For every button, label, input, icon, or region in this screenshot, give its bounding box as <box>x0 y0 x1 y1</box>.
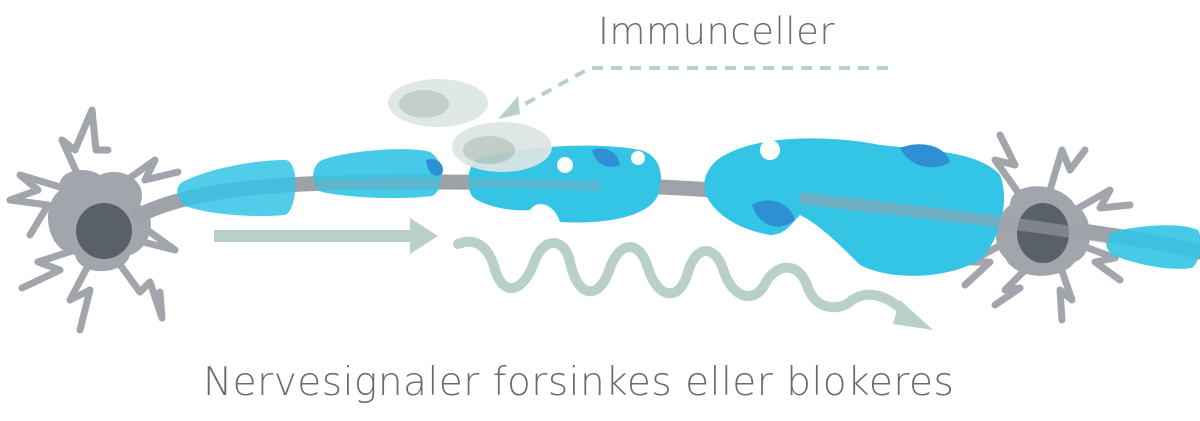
myelin-segment-5 <box>1106 225 1200 269</box>
straight-arrow-icon <box>214 218 438 254</box>
myelin-damage-1 <box>426 158 443 176</box>
immune-cell-1 <box>388 79 488 127</box>
immune-cells-label: Immunceller <box>598 10 836 53</box>
signal-caption: Nervesignaler forsinkes eller blokeres <box>203 360 955 405</box>
immune-cells <box>388 79 552 172</box>
myelin-segment-2 <box>313 149 442 199</box>
left-neuron <box>6 106 182 334</box>
myelin-damage-4 <box>752 200 795 227</box>
wavy-arrow-icon <box>453 236 933 330</box>
immune-cell-2 <box>452 122 552 172</box>
myelin-segment-1 <box>177 160 296 217</box>
left-nucleus <box>76 203 132 259</box>
myelin-damage-3 <box>900 144 950 168</box>
myelin-damage-2 <box>592 148 620 167</box>
dashed-arrow-icon <box>498 66 888 119</box>
